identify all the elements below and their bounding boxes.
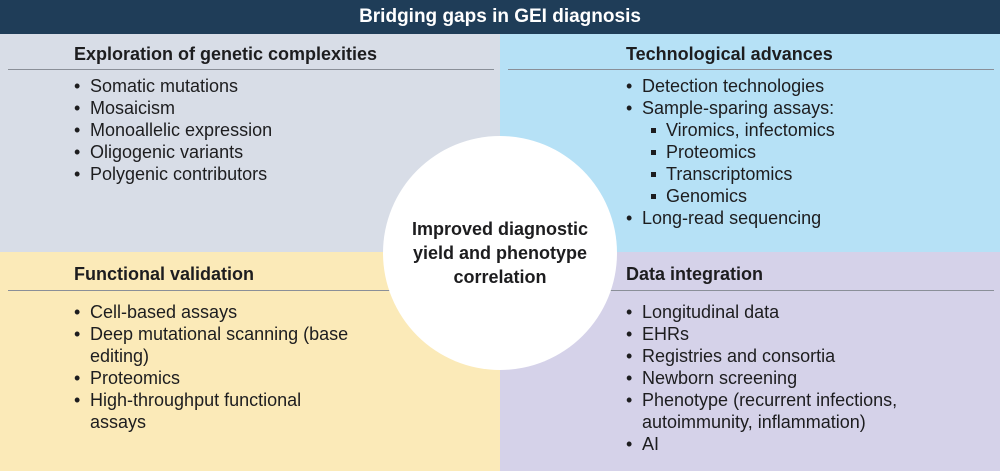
list-item-continuation: editing): [90, 346, 150, 366]
divider: [508, 69, 994, 70]
list-item: High-throughput functional: [74, 389, 348, 411]
list-item: Long-read sequencing: [626, 207, 835, 229]
list-item: Somatic mutations: [74, 75, 272, 97]
list-item: Sample-sparing assays:: [626, 97, 835, 119]
list-item: Newborn screening: [626, 367, 897, 389]
list-item-continuation: autoimmunity, inflammation): [642, 412, 866, 432]
list-item: Phenotype (recurrent infections,: [626, 389, 897, 411]
quadrant-title: Exploration of genetic complexities: [74, 44, 378, 64]
sub-list-item: Transcriptomics: [626, 163, 835, 185]
center-label-line: yield and phenotype: [412, 243, 588, 263]
divider: [8, 290, 494, 291]
list-item: Proteomics: [74, 367, 348, 389]
item-list: Cell-based assays Deep mutational scanni…: [74, 301, 348, 433]
quadrant-technological-advances: Technological advances Detection technol…: [500, 34, 1000, 252]
divider: [8, 69, 494, 70]
list-item: Oligogenic variants: [74, 141, 272, 163]
diagram-title-text: Bridging gaps in GEI diagnosis: [359, 6, 641, 27]
item-list: Somatic mutations Mosaicism Monoallelic …: [74, 75, 272, 185]
list-item-continuation: assays: [90, 412, 147, 432]
list-item: Polygenic contributors: [74, 163, 272, 185]
sub-list-item: Genomics: [626, 185, 835, 207]
quadrant-title: Functional validation: [74, 264, 255, 284]
list-item: Mosaicism: [74, 97, 272, 119]
center-label: Improved diagnostic yield and phenotype …: [400, 217, 600, 289]
center-circle: Improved diagnostic yield and phenotype …: [383, 136, 617, 370]
center-label-line: Improved diagnostic: [411, 219, 589, 239]
quadrant-genetic-complexities: Exploration of genetic complexities Soma…: [0, 34, 500, 252]
list-item: Detection technologies: [626, 75, 835, 97]
list-item: Longitudinal data: [626, 301, 897, 323]
center-label-line: correlation: [453, 267, 547, 287]
list-item: EHRs: [626, 323, 897, 345]
list-item: Deep mutational scanning (base: [74, 323, 348, 345]
quadrant-title: Technological advances: [626, 44, 833, 64]
sub-list-item: Proteomics: [626, 141, 835, 163]
list-item: Registries and consortia: [626, 345, 897, 367]
quadrant-title: Data integration: [626, 264, 764, 284]
sub-list-item: Viromics, infectomics: [626, 119, 835, 141]
list-item: Cell-based assays: [74, 301, 348, 323]
item-list: Detection technologies Sample-sparing as…: [626, 75, 835, 229]
list-item: AI: [626, 433, 897, 455]
divider: [508, 290, 994, 291]
diagram-title: Bridging gaps in GEI diagnosis: [0, 0, 1000, 34]
item-list: Longitudinal data EHRs Registries and co…: [626, 301, 897, 455]
list-item: Monoallelic expression: [74, 119, 272, 141]
